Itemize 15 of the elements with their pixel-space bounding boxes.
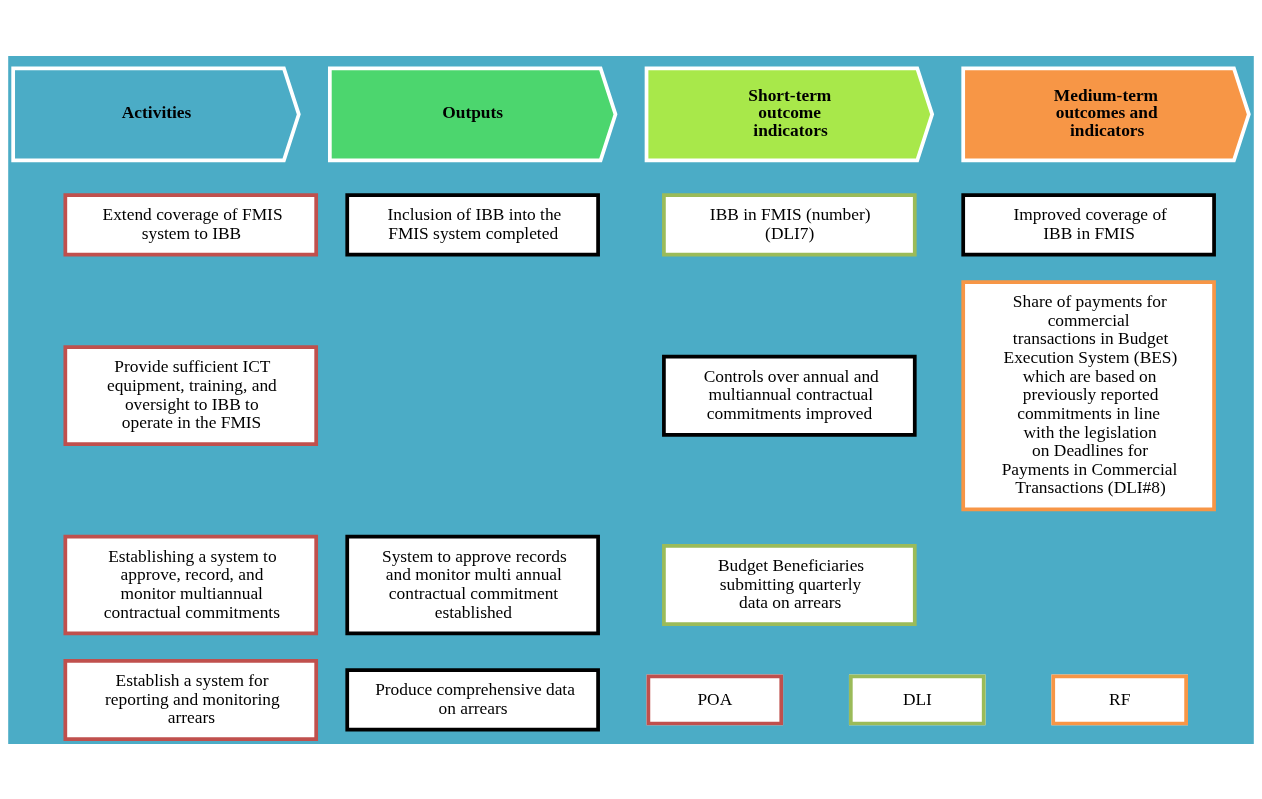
legend-label: DLI xyxy=(902,689,932,709)
legend-label: RF xyxy=(1109,689,1131,709)
node-box: Establishing a system to approve, record, and monitor multiannual contractual commitments xyxy=(63,534,319,635)
node-box: IBB in FMIS (number) (DLI7) xyxy=(662,192,917,257)
node-box: Extend coverage of FMIS system to IBB xyxy=(63,192,319,257)
node-box: System to approve records and monitor multi annual contractual commitment established xyxy=(345,534,600,635)
legend-label: POA xyxy=(697,689,733,709)
node-box: Provide sufficient ICT equipment, training, and oversight to IBB to operate in the FMIS xyxy=(63,344,319,446)
node-box: Controls over annual and multiannual contractual commitments improved xyxy=(662,354,917,437)
node-box: Budget Beneficiaries submitting quarterly data on arrears xyxy=(662,543,917,626)
node-box: Establish a system for reporting and monitoring arrears xyxy=(63,658,319,741)
node-box: Improved coverage of IBB in FMIS xyxy=(961,192,1216,257)
node-box: Produce comprehensive data on arrears xyxy=(345,667,600,732)
node-box: Inclusion of IBB into the FMIS system completed xyxy=(345,192,600,257)
node-box: Share of payments for commercial transactions in Budget Execution System (BES) which are based on previously reported commitments in line with the legislation on Deadlines for Payments in Commercial Transactions (DLI#8) xyxy=(961,279,1216,511)
